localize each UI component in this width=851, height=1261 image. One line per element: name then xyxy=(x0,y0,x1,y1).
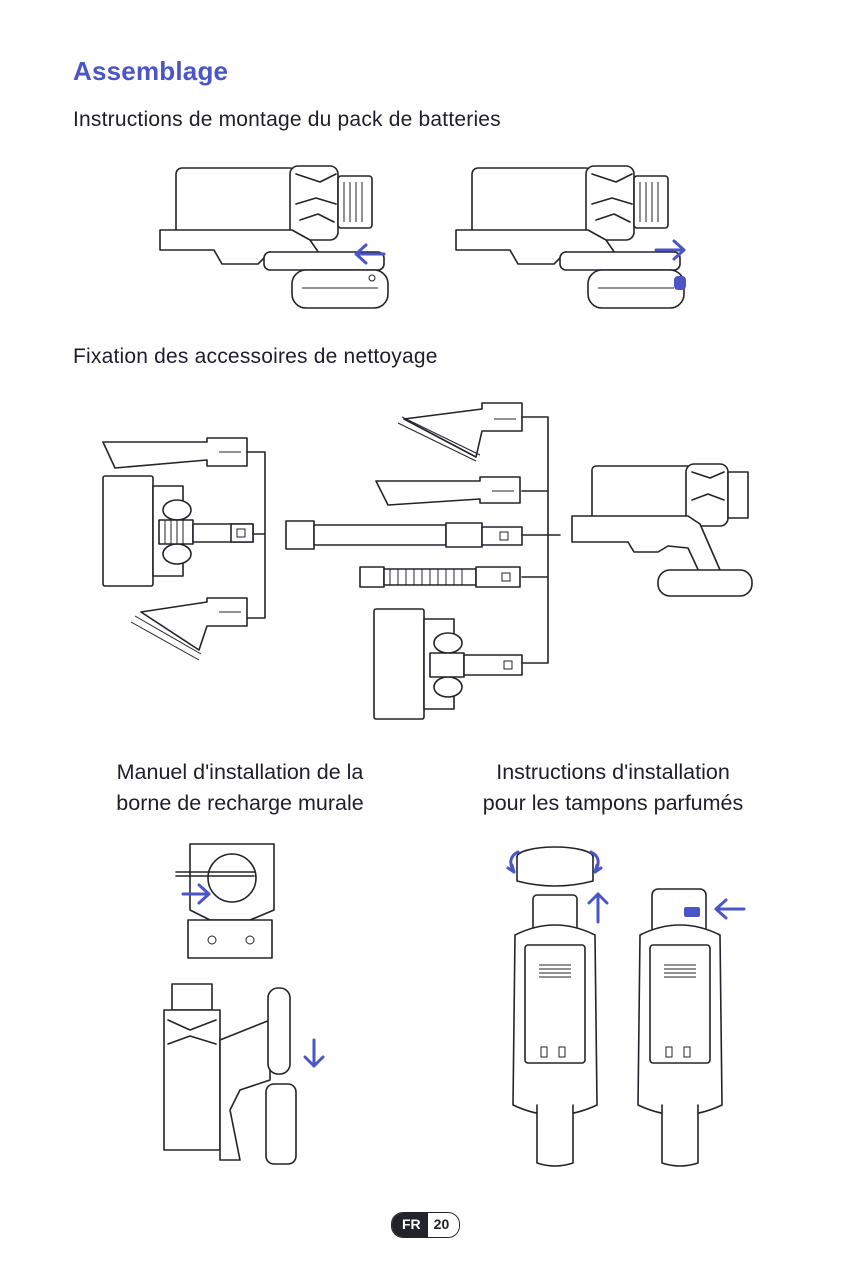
wall-mount-title-line-2: borne de recharge murale xyxy=(70,788,410,819)
section-title-accessories: Fixation des accessoires de nettoyage xyxy=(73,345,438,369)
page-title: Assemblage xyxy=(73,56,228,87)
arrow-right-icon xyxy=(652,238,692,262)
arrow-up-icon xyxy=(585,890,611,924)
arrow-left-icon xyxy=(712,897,746,921)
battery-removal-illustration xyxy=(150,160,410,320)
wall-mount-bottom xyxy=(160,980,320,1170)
rotate-icon xyxy=(585,848,609,876)
page-number-badge: FR 20 xyxy=(391,1212,460,1238)
scent-title-line-2: pour les tampons parfumés xyxy=(443,788,783,819)
section-title-scent: Instructions d'installation pour les tam… xyxy=(443,757,783,819)
arrow-down-icon xyxy=(302,1038,326,1072)
page-number: 20 xyxy=(428,1213,460,1237)
wall-mount-title-line-1: Manuel d'installation de la xyxy=(70,757,410,788)
accessories-left-group xyxy=(95,430,275,670)
language-code: FR xyxy=(392,1213,428,1237)
vacuum-main-body xyxy=(570,460,760,600)
section-title-wall-mount: Manuel d'installation de la borne de rec… xyxy=(70,757,410,819)
scent-title-line-1: Instructions d'installation xyxy=(443,757,783,788)
accessories-middle-group xyxy=(280,395,560,725)
section-title-battery: Instructions de montage du pack de batte… xyxy=(73,108,501,132)
scent-pad-installed xyxy=(630,885,730,1170)
arrow-left-icon xyxy=(350,242,390,266)
arrow-right-icon xyxy=(181,882,215,906)
rotate-icon xyxy=(500,848,524,876)
